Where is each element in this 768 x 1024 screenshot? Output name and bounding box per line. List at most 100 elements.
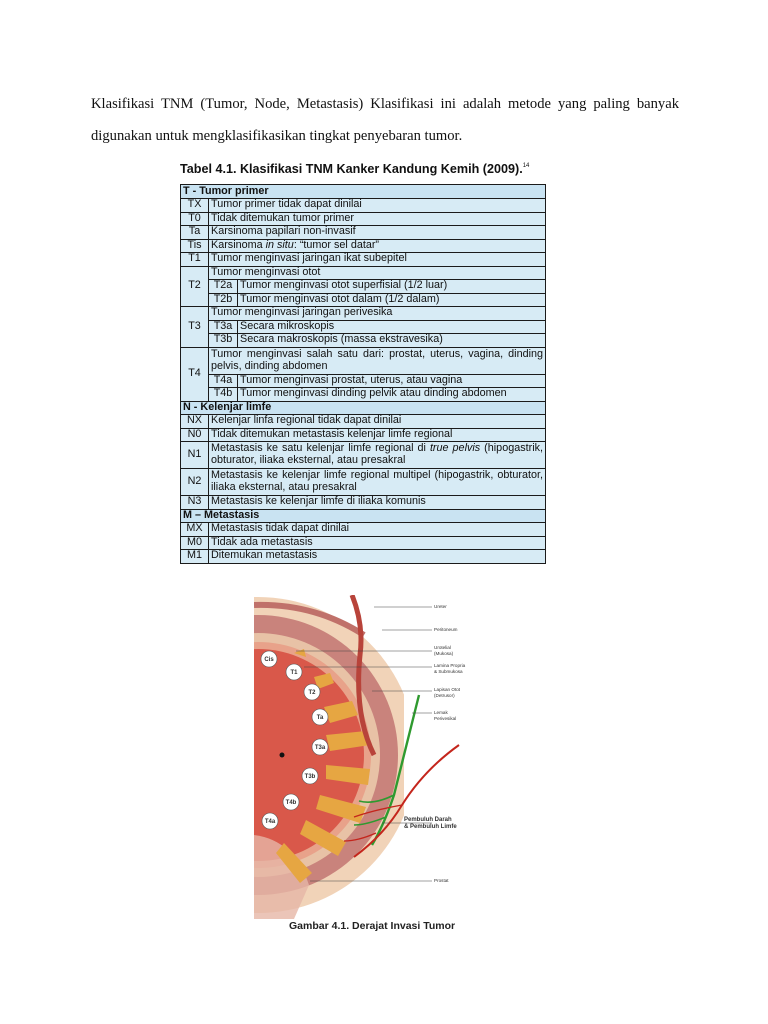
table-row: T - Tumor primer <box>180 184 546 199</box>
leader-lines <box>296 606 432 882</box>
desc-cell: Tumor primer tidak dapat dinilai <box>208 198 546 213</box>
label-pembuluh-limfe: & Pembuluh Limfe <box>404 824 457 830</box>
desc-cell: Tumor menginvasi jaringan perivesika <box>208 306 546 321</box>
desc-cell: Tidak ditemukan metastasis kelenjar limf… <box>208 427 546 442</box>
svg-text:T3a: T3a <box>315 745 326 751</box>
intro-paragraph: Klasifikasi TNM (Tumor, Node, Metastasis… <box>91 88 679 152</box>
prostate-shape <box>254 835 309 919</box>
svg-text:Cis: Cis <box>264 657 274 663</box>
desc-cell: Metastasis ke kelenjar limfe di iliaka k… <box>208 495 546 510</box>
stage-tag-ta: Ta <box>311 708 329 726</box>
label-submukosa: & Submukosa <box>434 669 463 674</box>
label-lamina-propria: Lamina Propria <box>434 663 466 668</box>
desc-cell: Tumor menginvasi salah satu dari: prosta… <box>208 346 546 375</box>
code-cell: T3 <box>180 306 209 348</box>
code-cell: N0 <box>180 427 209 442</box>
stage-tag-t4a: T4a <box>261 812 279 830</box>
stage-tag-t1: T1 <box>285 663 303 681</box>
code-cell: T1 <box>180 252 209 267</box>
label-detrusor: (Detrusor) <box>434 693 455 698</box>
label-pembuluh-darah: Pembuluh Darah <box>404 817 452 823</box>
blood-vessel-branch <box>343 804 403 842</box>
bladder-invasion-figure: Cis T1 T2 Ta T3a T3b T4b T4a Ureter Peri… <box>254 594 476 919</box>
label-lapisan-otot: Lapisan Otot <box>434 687 461 692</box>
subcode-cell: T4a <box>208 373 238 388</box>
code-cell: T4 <box>180 346 209 402</box>
desc-cell: Ditemukan metastasis <box>208 549 546 564</box>
lymph-vessel <box>370 694 421 846</box>
label-lemak: Lemak <box>434 710 448 715</box>
stage-tag-t3a: T3a <box>311 738 329 756</box>
desc-italic: in situ <box>265 239 294 251</box>
code-cell: NX <box>180 414 209 429</box>
subcode-cell: T3b <box>208 333 238 348</box>
table-title-text: Tabel 4.1. Klasifikasi TNM Kanker Kandun… <box>180 162 523 176</box>
peritoneum-band <box>254 601 366 638</box>
desc-cell: Tumor menginvasi jaringan ikat subepitel <box>208 252 546 267</box>
tumor-invasions <box>276 649 370 883</box>
desc-cell: Tidak ada metastasis <box>208 535 546 550</box>
stage-tag-cis: Cis <box>260 650 278 668</box>
desc-cell: Tumor menginvasi otot <box>208 265 546 280</box>
lymph-vessel-branch <box>353 794 395 826</box>
desc-cell: Karsinoma in situ: “tumor sel datar” <box>208 238 546 253</box>
code-cell: N3 <box>180 495 209 510</box>
desc-cell: Tumor menginvasi prostat, uterus, atau v… <box>237 373 546 388</box>
code-cell: Tis <box>180 238 209 253</box>
desc-cell: Karsinoma papilari non-invasif <box>208 225 546 240</box>
label-mukosa: (Mukosa) <box>434 651 454 656</box>
desc-cell: Metastasis ke satu kelenjar limfe region… <box>208 441 546 469</box>
desc-cell: Metastasis tidak dapat dinilai <box>208 522 546 537</box>
code-cell: TX <box>180 198 209 213</box>
svg-text:T4b: T4b <box>286 800 297 806</box>
table-title-ref: 14 <box>522 163 530 169</box>
desc-text: : “tumor sel datar” <box>293 239 380 251</box>
desc-cell: Tumor menginvasi otot dalam (1/2 dalam) <box>237 292 546 307</box>
stage-tag-t2: T2 <box>303 683 321 701</box>
label-prostat: Prostat <box>434 878 449 883</box>
desc-text: (hipogastrik, obturator, iliaka eksterna… <box>211 442 543 466</box>
desc-text: Karsinoma <box>211 239 266 251</box>
label-urotelial: Urotelial <box>434 645 451 650</box>
desc-cell: Tidak ditemukan tumor primer <box>208 211 546 226</box>
stage-tag-t4b: T4b <box>282 793 300 811</box>
label-perivesikal: Perivesikal <box>434 716 456 721</box>
code-cell: N2 <box>180 468 209 496</box>
subcode-cell: T2a <box>208 279 238 294</box>
code-cell: Ta <box>180 225 209 240</box>
marker-dot <box>279 752 285 758</box>
desc-cell: Secara makroskopis (massa ekstravesika) <box>237 333 546 348</box>
code-cell: T0 <box>180 211 209 226</box>
t-section-header: T - Tumor primer <box>180 184 546 199</box>
code-cell: M0 <box>180 535 209 550</box>
desc-cell: Tumor menginvasi otot superfisial (1/2 l… <box>237 279 546 294</box>
desc-cell: Metastasis ke kelenjar limfe regional mu… <box>208 468 546 496</box>
svg-text:T3b: T3b <box>305 774 316 780</box>
ureter-tube <box>349 594 377 757</box>
code-cell: M1 <box>180 549 209 564</box>
label-ureter: Ureter <box>434 604 447 609</box>
table-row: M – Metastasis <box>180 508 546 523</box>
desc-cell: Secara mikroskopis <box>237 319 546 334</box>
svg-text:T1: T1 <box>290 670 298 676</box>
code-cell: T2 <box>180 265 209 307</box>
n-section-header: N - Kelenjar limfe <box>180 400 546 415</box>
desc-italic: true pelvis <box>429 442 481 455</box>
